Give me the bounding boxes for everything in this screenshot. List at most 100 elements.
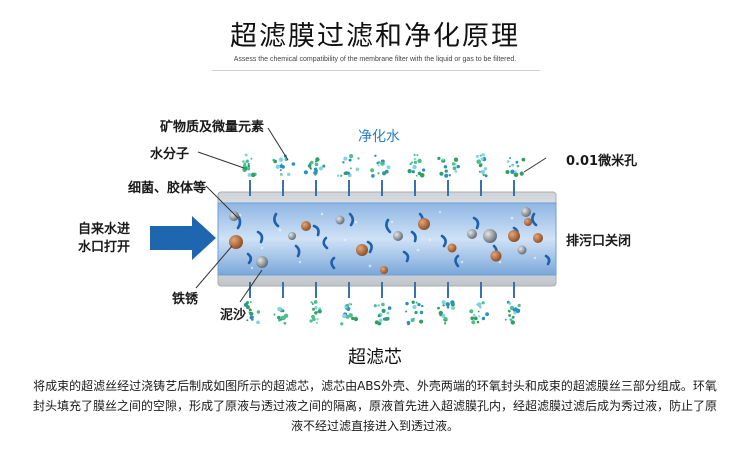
spray-droplet [247,173,252,177]
spray-droplet [513,172,519,177]
spray-droplet [478,163,483,168]
label-purified-water: 净化水 [358,129,400,145]
spray-droplet [287,172,291,176]
spray-droplet [349,154,354,159]
label-inlet-line1: 自来水进 [78,222,131,237]
spray-droplet [380,161,385,166]
spray-droplet [343,171,347,175]
spray-droplet [342,161,345,164]
spray-droplet [281,165,285,169]
spray-droplet [318,166,323,171]
spray-droplet [475,155,479,158]
spray-droplet [508,302,512,305]
spray-droplet [376,161,379,165]
spray-droplet [437,156,441,160]
spray-droplet [481,316,486,321]
spray-droplet [246,319,249,322]
spray-droplet [314,311,318,315]
spray-droplet [441,300,446,305]
sediment-particles [229,207,531,268]
spray-droplet [473,313,476,317]
spray-droplet [345,304,349,307]
rust-particles [229,218,543,274]
spray-droplet [314,162,319,167]
spray-droplet [481,153,485,157]
page-title: 超滤膜过滤和净化原理 [230,21,520,52]
spray-droplet [405,301,409,306]
spray-droplet [476,320,480,324]
spray-droplet [504,318,507,321]
water-texture [238,210,537,270]
spray-droplet [415,301,418,304]
spray-droplet [245,301,249,305]
spray-droplet [377,164,380,167]
spray-droplet [484,174,488,178]
spray-droplet [508,314,511,317]
spray-droplet [444,322,447,325]
spray-droplet [248,308,252,312]
spray-droplet [417,303,421,307]
spray-droplet [483,167,488,171]
spray-droplet [407,169,412,174]
spray-droplet [353,316,359,322]
pores-bottom [249,282,515,298]
inlet-arrow-icon [150,216,216,260]
spray-droplet [417,158,422,164]
spray-droplet [443,165,448,169]
spray-droplet [242,163,247,168]
label-drain-closed: 排污口关闭 [566,234,632,249]
spray-droplet [411,170,415,174]
spray-droplet [450,302,455,307]
spray-droplet [437,306,440,310]
spray-droplet [322,164,326,168]
spray-droplet [303,170,308,175]
spray-droplet [280,318,283,321]
spray-droplet [482,173,485,176]
label-sediment: 泥沙 [220,308,247,323]
spray-droplet [505,170,510,174]
spray-droplet [381,308,386,313]
spray-droplet [242,160,245,163]
label-micropore: 0.01微米孔 [566,154,638,169]
spray-droplet [249,301,252,303]
section-description: 将成束的超滤丝经过浇铸艺后制成如图所示的超滤芯，滤芯由ABS外壳、外壳两端的环氧… [32,379,717,433]
spray-droplet [441,158,445,161]
spray-droplet [514,170,517,173]
spray-droplet [343,156,348,161]
section-heading: 超滤芯 [348,347,402,368]
spray-droplet [412,304,417,310]
spray-droplet [517,303,521,308]
spray-droplet [479,306,482,309]
spray-droplet [476,303,479,306]
spray-droplet-icon [242,153,526,326]
spray-droplet [511,315,515,319]
spray-droplet [250,157,253,160]
spray-droplet [309,167,312,170]
spray-droplet [307,164,312,168]
leader-lines [195,127,547,303]
spray-droplet [311,303,314,305]
spray-droplet [441,313,446,318]
spray-droplet [281,315,286,321]
spray-droplet [473,316,478,321]
spray-droplet [453,157,459,162]
spray-droplet [515,160,519,164]
spray-droplet [312,317,316,322]
spray-droplet [247,162,250,166]
spray-droplet [315,321,318,324]
spray-droplet [248,311,251,314]
spray-droplet [256,310,261,314]
spray-droplet [340,322,344,326]
spray-droplet [512,308,517,312]
spray-droplet [377,172,380,175]
spray-droplet [510,169,515,174]
spray-droplet [448,174,451,177]
spray-droplet [312,307,315,311]
page-subtitle: Assess the chemical compatibility of the… [233,56,517,63]
spray-droplet [477,310,480,313]
spray-droplet [439,171,444,176]
spray-droplet [283,321,287,325]
label-inlet-line2: 水口打开 [78,240,131,255]
spray-droplet [370,168,375,173]
spray-droplet [348,313,353,318]
